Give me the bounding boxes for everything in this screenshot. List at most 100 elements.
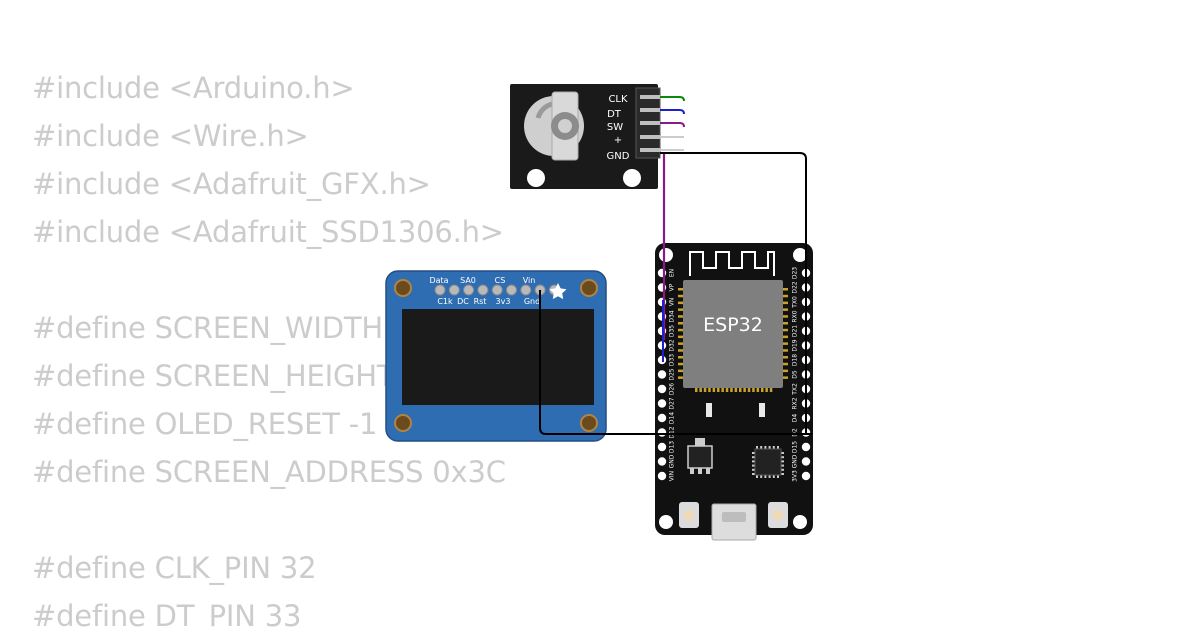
usb-chip-pad [768,474,771,478]
rotary-encoder[interactable]: CLK DT SW + GND [510,84,661,189]
esp32-pin[interactable] [657,457,667,466]
oled-screen [402,309,594,405]
chip-label: ESP32 [703,314,763,336]
wire-gnd-encoder[interactable] [660,152,807,434]
esp32-pin[interactable] [657,442,667,452]
oled-display[interactable]: Data SA0 CS Vin C1k DC Rst 3v3 Gnd [385,270,607,442]
oled-pin[interactable] [463,284,475,296]
chip-pad [747,386,751,392]
regulator-leg [706,468,710,474]
chip-pad [678,322,684,325]
code-line: #include <Adafruit_GFX.h> [32,167,431,201]
en-button-cap [684,510,694,520]
encoder-mount-hole [623,169,641,187]
esp32-pin-label: D15 [792,441,799,453]
encoder-mount-hole [527,169,545,187]
usb-chip-pad [752,452,756,454]
esp32-pin-label: RX0 [792,310,799,322]
usb-chip-pad [780,452,784,454]
wires [539,96,812,435]
encoder-pin[interactable] [640,121,660,125]
chip-pad [761,386,764,392]
chip-pad [699,386,702,392]
oled-label-clk: C1k [437,297,453,306]
code-line: #define OLED_RESET -1 [32,407,378,441]
oled-label-dc: DC [457,297,469,306]
oled-pin[interactable] [506,284,517,296]
encoder-pin[interactable] [640,135,660,139]
encoder-pin[interactable] [640,95,660,99]
esp32-pin-label: D12 [669,426,676,438]
usb-chip-pad [764,446,767,450]
chip-pad [782,288,788,291]
esp32-pin-label: 3V3 [792,470,799,482]
wire-gnd-oled[interactable] [539,290,812,435]
chip-pad [721,386,724,392]
esp32-pin-label: GND [669,454,676,468]
esp32-pin[interactable] [801,457,811,466]
wire-sw[interactable] [660,122,685,128]
esp32-pin-label: D33 [669,354,676,366]
oled-pin[interactable] [491,284,503,296]
chip-pad [782,376,788,379]
chip-pad [678,349,684,352]
oled-mount-hole [394,279,412,297]
usb-chip-pad [772,446,775,450]
usb-chip-pad [780,464,784,467]
encoder-pin[interactable] [640,108,660,112]
esp32-pin-label: TX2 [792,383,799,396]
boot-button-cap [773,510,783,520]
esp32-pin-labels: ENVPVND34D35D32D33D25D26D27D14D12D13GNDV… [669,267,799,482]
esp32-pin[interactable] [801,471,811,481]
oled-pin[interactable] [520,284,532,296]
usb-chip-pad [777,474,779,478]
regulator-tab [695,438,705,446]
usb-chip-pads [752,446,784,478]
usb-chip-pad [780,468,784,471]
esp32-pin[interactable] [657,384,667,394]
oled-label-cs: CS [495,276,506,285]
esp32-pin[interactable] [657,399,667,408]
usb-chip-pad [760,474,763,478]
wire-clk[interactable] [660,96,685,102]
esp32-pin[interactable] [657,413,667,423]
chip-pad [752,386,755,392]
esp32-chip [683,280,783,388]
chip-pad [782,342,788,345]
esp32-pin[interactable] [657,428,667,437]
esp32-pin-label: D32 [669,339,676,351]
oled-pin[interactable] [477,284,489,296]
encoder-pin[interactable] [640,148,660,152]
code-line: #include <Arduino.h> [32,71,355,105]
code-background: #include <Arduino.h> #include <Wire.h> #in… [32,64,506,630]
oled-label-gnd: Gnd [524,297,540,306]
esp32-mount-hole [659,248,673,262]
smd-component [759,403,765,417]
esp32-pin-label: D22 [792,281,799,293]
chip-pad [782,328,788,332]
oled-pin[interactable] [434,284,446,296]
usb-chip-pad [756,474,758,478]
esp32-pin-label: D26 [669,383,676,395]
wire-dt[interactable] [660,109,685,115]
esp32-pin-label: D34 [669,310,676,322]
chip-pad [730,386,733,392]
oled-pin[interactable] [448,284,460,296]
esp32-pin-label: VIN [669,471,676,481]
encoder-shaft-center [558,119,572,133]
chip-pad [782,349,788,352]
esp32-pin[interactable] [801,442,811,452]
smd-component [706,403,712,417]
esp32-pin[interactable] [657,471,667,481]
usb-chip-pad [780,456,784,459]
esp32-pin[interactable] [657,370,667,379]
encoder-pin-label-clk: CLK [608,94,628,105]
code-line: #include <Wire.h> [32,119,309,153]
encoder-pins[interactable] [640,95,660,152]
chip-pad [725,386,729,392]
chip-pad [743,386,746,392]
esp32-pin-label: D27 [669,397,676,409]
